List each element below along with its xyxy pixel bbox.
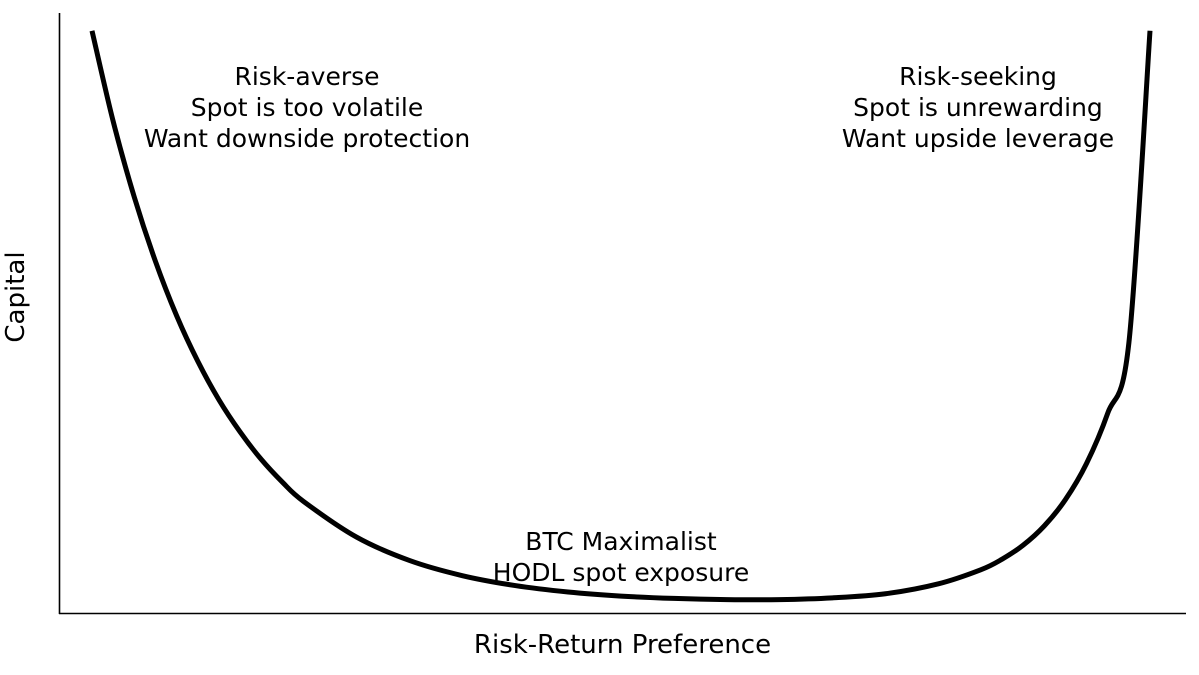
capital-curve	[89, 30, 1153, 603]
y-axis-label: Capital	[1, 251, 31, 343]
annotation-risk-seeking: Risk-seeking Spot is unrewarding Want up…	[841, 62, 1115, 153]
x-axis-label: Risk-Return Preference	[473, 630, 772, 660]
annotation-btc-maximalist: BTC Maximalist HODL spot exposure	[492, 527, 750, 587]
annotation-risk-averse: Risk-averse Spot is too volatile Want do…	[143, 62, 471, 153]
